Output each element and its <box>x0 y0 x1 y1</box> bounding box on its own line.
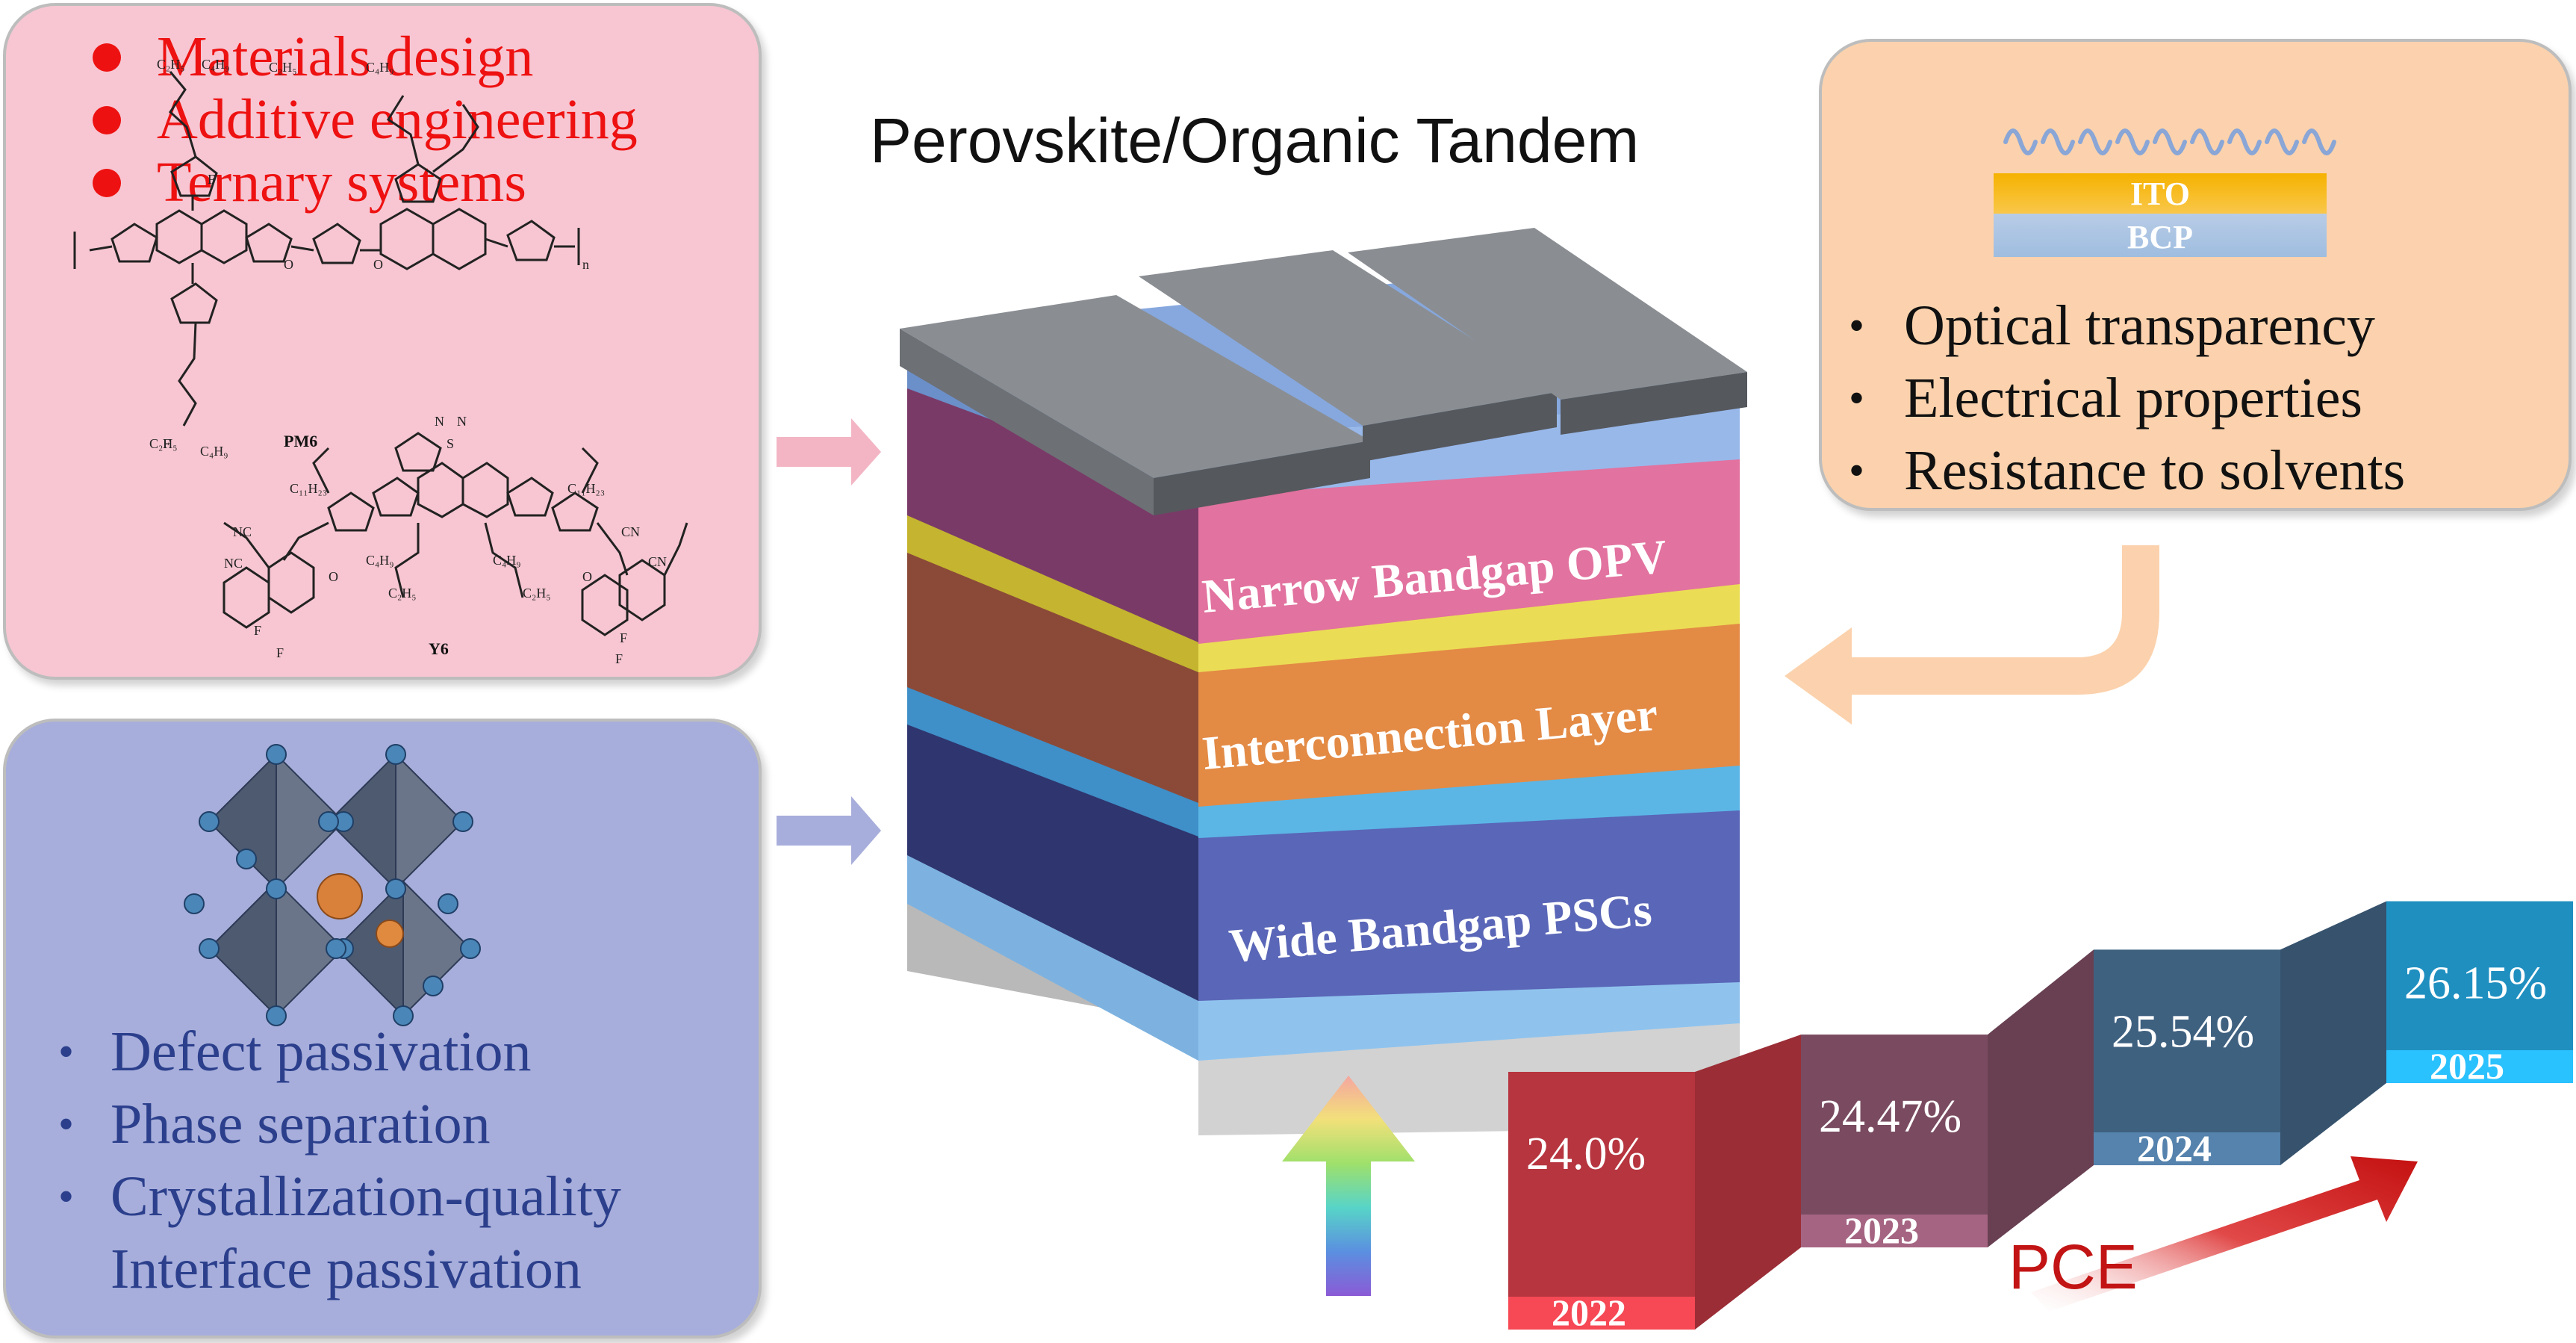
pce-bar <box>1508 1072 1695 1330</box>
svg-text:NC: NC <box>233 524 252 539</box>
svg-text:F: F <box>276 645 284 660</box>
svg-text:C₂H₅: C₂H₅ <box>157 57 185 72</box>
pce-bar-base <box>1801 1215 1988 1247</box>
pce-trend-arrow <box>2031 1156 2418 1312</box>
orange-to-stack-arrow <box>1785 545 2159 725</box>
pce-bar-base <box>2094 1132 2280 1165</box>
svg-text:C₄H₉: C₄H₉ <box>366 60 394 75</box>
pce-bar-base <box>1508 1297 1695 1330</box>
opv-item: Ternary systems <box>90 151 638 214</box>
bcp-label: BCP <box>2127 219 2193 255</box>
svg-text:C₂H₅: C₂H₅ <box>388 586 417 601</box>
pce-riser <box>1695 1035 1801 1330</box>
psc-strategy-list: Defect passivation Phase separation Crys… <box>45 1016 621 1306</box>
pink-to-stack-arrow <box>777 418 881 486</box>
pce-bar <box>2094 949 2280 1165</box>
svg-text:F: F <box>615 651 623 666</box>
y6-label: Y6 <box>429 639 449 658</box>
svg-text:n: n <box>582 257 589 272</box>
svg-text:C₁₁H₂₃: C₁₁H₂₃ <box>290 481 327 496</box>
svg-text:F: F <box>620 630 627 645</box>
diagram-title: Perovskite/Organic Tandem <box>870 105 1640 176</box>
svg-text:C₁₁H₂₃: C₁₁H₂₃ <box>567 481 605 496</box>
pce-year-label: 2022 <box>1552 1291 1626 1333</box>
pce-bar <box>1801 1035 1988 1247</box>
icl-item: Optical transparency <box>1844 290 2405 362</box>
svg-text:C₂H₅: C₂H₅ <box>269 60 297 75</box>
tandem-device-stack <box>900 228 1747 1135</box>
pm6-label: PM6 <box>284 432 317 450</box>
svg-text:C₄H₉: C₄H₉ <box>366 553 394 568</box>
pm6-molecule-icon <box>73 71 580 427</box>
opv-strategy-panel <box>3 3 762 680</box>
psc-item: Interface passivation <box>111 1238 582 1300</box>
svg-text:CN: CN <box>621 524 640 539</box>
pce-riser <box>1988 949 2094 1247</box>
svg-text:C₂H₅: C₂H₅ <box>523 586 551 601</box>
y6-molecule-icon <box>223 432 688 636</box>
svg-text:O: O <box>373 257 383 272</box>
psc-item: Phase separation <box>45 1088 621 1161</box>
pce-label: PCE <box>2009 1232 2138 1302</box>
pce-chart-labels: 24.0% 2022 24.47% 2023 25.54% 2024 26.15% 2025 <box>1526 958 2547 1333</box>
svg-text:F: F <box>254 623 261 638</box>
svg-text:F: F <box>163 436 170 451</box>
opv-strategy-list: Materials design Additive engineering Te… <box>90 25 638 214</box>
ito-label: ITO <box>2130 176 2190 212</box>
svg-text:O: O <box>284 257 293 272</box>
svg-text:O: O <box>329 569 338 584</box>
svg-text:C₄H₉: C₄H₉ <box>493 553 521 568</box>
pm6-atom-labels: C₂H₅ C₄H₉ C₂H₅ C₄H₉ F O O C₂H₅ C₄H₉ F n <box>149 57 589 459</box>
svg-text:C₄H₉: C₄H₉ <box>200 444 228 459</box>
pce-value-label: 26.15% <box>2404 958 2547 1009</box>
pce-bar-base <box>2386 1050 2573 1083</box>
pce-riser <box>2280 901 2386 1165</box>
pce-chart <box>1508 901 2573 1330</box>
svg-text:N: N <box>435 414 444 429</box>
incident-light-arrow <box>1282 1076 1415 1296</box>
pce-value-label: 25.54% <box>2112 1006 2254 1057</box>
icl-property-list: Optical transparency Electrical properti… <box>1844 290 2405 507</box>
pce-value-label: 24.47% <box>1819 1091 1961 1142</box>
pce-year-label: 2023 <box>1844 1209 1919 1251</box>
psc-item: Defect passivation <box>45 1016 621 1088</box>
pce-value-label: 24.0% <box>1526 1129 1646 1179</box>
svg-text:S: S <box>447 436 454 451</box>
svg-text:F: F <box>208 172 215 187</box>
icl-item: Resistance to solvents <box>1844 435 2405 507</box>
pce-year-label: 2024 <box>2137 1127 2212 1169</box>
perovskite-octahedra-icon <box>184 744 481 1026</box>
opv-item: Materials design <box>90 25 638 88</box>
svg-text:NC: NC <box>224 556 243 571</box>
opv-item: Additive engineering <box>90 88 638 151</box>
svg-text:O: O <box>582 569 592 584</box>
svg-text:N: N <box>457 414 467 429</box>
svg-text:C₄H₉: C₄H₉ <box>202 57 230 72</box>
ito-bcp-layer-icon <box>1994 128 2336 257</box>
blue-to-stack-arrow <box>777 796 881 865</box>
pce-year-label: 2025 <box>2430 1045 2504 1087</box>
psc-item: Crystallization-quality <box>45 1161 621 1233</box>
svg-text:C₂H₅: C₂H₅ <box>149 436 178 451</box>
svg-text:CN: CN <box>648 554 667 569</box>
icl-item: Electrical properties <box>1844 362 2405 435</box>
